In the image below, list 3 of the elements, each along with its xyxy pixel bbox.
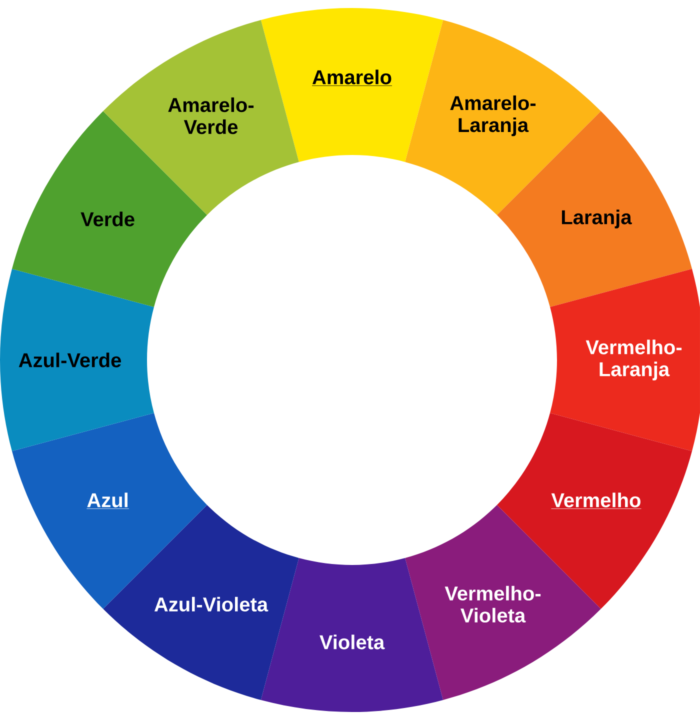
color-segment: Azul-Verde xyxy=(0,268,154,452)
color-segment: Vermelho-Laranja xyxy=(550,268,700,452)
color-segment: Amarelo xyxy=(260,8,444,162)
